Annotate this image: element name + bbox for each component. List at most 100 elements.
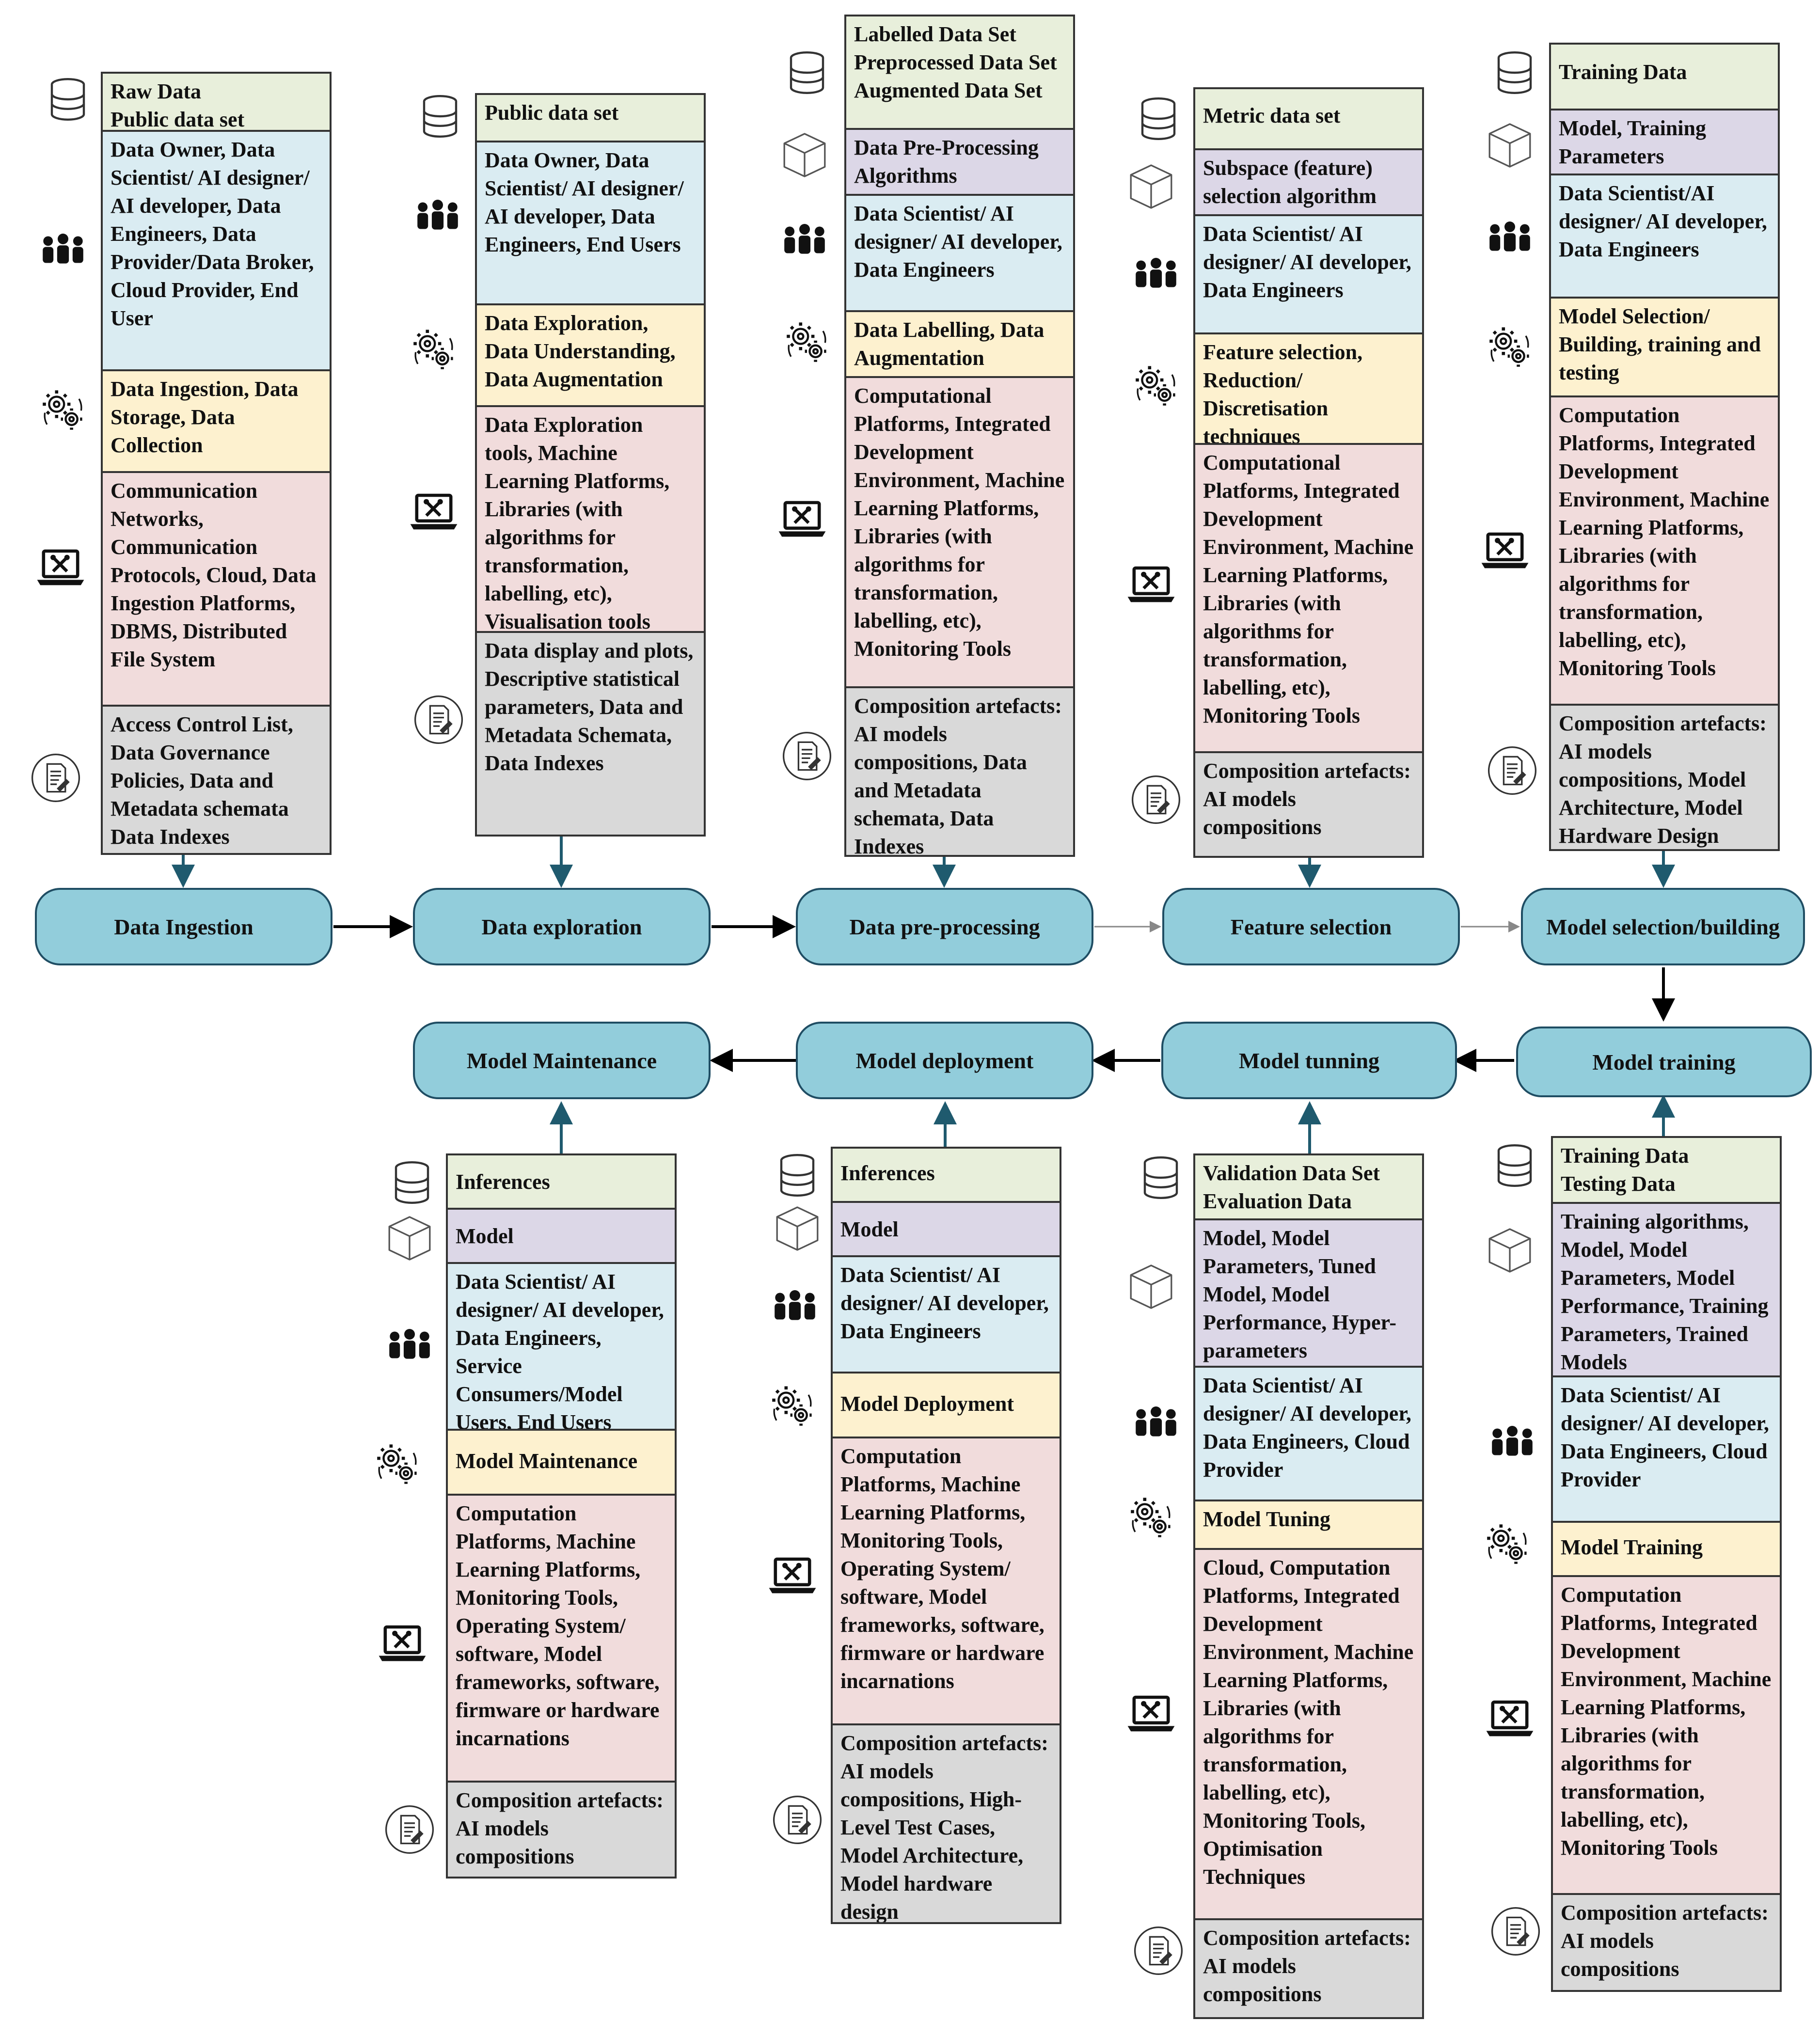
tasks-row: Model Training <box>1553 1523 1780 1577</box>
stage-model-selection[interactable]: Model selection/building <box>1521 888 1805 965</box>
data-row: Raw Data Public data set <box>103 74 330 132</box>
laptop-tools-icon <box>1124 557 1178 611</box>
stage-feature-selection[interactable]: Feature selection <box>1162 888 1460 965</box>
data-row: Training Data <box>1551 45 1778 111</box>
tools-row: Computation Platforms, Machine Learning … <box>833 1438 1060 1725</box>
actors-row: Data Scientist/ AI designer/ AI develope… <box>1195 1368 1422 1501</box>
cube-icon <box>778 128 831 182</box>
stage-model-tuning[interactable]: Model tunning <box>1161 1022 1457 1099</box>
data-row: Inferences <box>448 1155 675 1210</box>
database-icon <box>385 1156 439 1209</box>
gears-icon <box>1481 1517 1534 1570</box>
tools-row: Computational Platforms, Integrated Deve… <box>1195 445 1422 753</box>
tools-row: Computation Platforms, Integrated Develo… <box>1551 397 1778 706</box>
panel-data-exploration: Public data set Data Owner, Data Scienti… <box>475 93 706 837</box>
data-row: Validation Data Set Evaluation Data <box>1195 1155 1422 1220</box>
model-row: Subspace (feature) selection algorithm <box>1195 150 1422 216</box>
model-row: Model <box>833 1203 1060 1257</box>
data-row: Labelled Data Set Preprocessed Data Set … <box>846 16 1073 130</box>
laptop-tools-icon <box>775 492 829 545</box>
document-icon <box>1489 1905 1542 1958</box>
cube-icon <box>1483 119 1536 172</box>
people-icon <box>1483 211 1536 264</box>
document-icon <box>771 1793 824 1847</box>
gears-icon <box>407 322 460 376</box>
people-icon <box>1129 1396 1183 1449</box>
database-icon <box>780 46 834 99</box>
gears-icon <box>36 383 90 436</box>
tools-row: Computation Platforms, Machine Learning … <box>448 1496 675 1783</box>
artefacts-row: Composition artefacts: AI models composi… <box>846 688 1073 855</box>
panel-model-maintenance: Inferences Model Data Scientist/ AI desi… <box>446 1153 677 1879</box>
model-row: Model <box>448 1210 675 1264</box>
artefacts-row: Composition artefacts: AI models composi… <box>1195 753 1422 856</box>
database-icon <box>413 90 467 143</box>
people-icon <box>411 189 464 242</box>
stage-data-exploration[interactable]: Data exploration <box>413 888 711 965</box>
laptop-tools-icon <box>1478 523 1532 577</box>
actors-row: Data Scientist/ AI designer/ AI develope… <box>1195 216 1422 334</box>
database-icon <box>1488 1139 1541 1192</box>
gears-icon <box>766 1379 819 1432</box>
database-icon <box>1132 92 1185 145</box>
data-row: Training Data Testing Data <box>1553 1138 1780 1204</box>
tasks-row: Model Selection/ Building, training and … <box>1551 299 1778 397</box>
data-row: Public data set <box>477 95 704 142</box>
stage-model-maintenance[interactable]: Model Maintenance <box>413 1022 711 1099</box>
artefacts-row: Composition artefacts: AI models composi… <box>1553 1895 1780 1990</box>
laptop-tools-icon <box>1124 1687 1178 1740</box>
cube-icon <box>1124 1260 1178 1313</box>
tasks-row: Feature selection, Reduction/ Discretisa… <box>1195 334 1422 445</box>
data-row: Metric data set <box>1195 89 1422 150</box>
artefacts-row: Composition artefacts: AI models composi… <box>1195 1920 1422 2017</box>
laptop-tools-icon <box>34 540 87 594</box>
actors-row: Data Scientist/ AI designer/ AI develope… <box>448 1264 675 1431</box>
gears-icon <box>1124 1490 1178 1544</box>
database-icon <box>1488 46 1541 99</box>
data-row: Inferences <box>833 1149 1060 1203</box>
database-icon <box>1134 1151 1187 1204</box>
tools-row: Computational Platforms, Integrated Deve… <box>846 378 1073 688</box>
actors-row: Data Scientist/ AI designer/ AI develope… <box>833 1257 1060 1374</box>
cube-icon <box>1124 160 1178 213</box>
gears-icon <box>1483 320 1536 373</box>
cube-icon <box>771 1202 824 1255</box>
tasks-row: Data Exploration, Data Understanding, Da… <box>477 305 704 407</box>
tasks-row: Model Deployment <box>833 1374 1060 1438</box>
people-icon <box>36 223 90 276</box>
tasks-row: Model Tuning <box>1195 1501 1422 1550</box>
panel-data-preprocessing: Labelled Data Set Preprocessed Data Set … <box>844 15 1075 857</box>
stage-data-ingestion[interactable]: Data Ingestion <box>35 888 332 965</box>
laptop-tools-icon <box>766 1548 819 1602</box>
document-icon <box>1132 1924 1185 1977</box>
model-row: Training algorithms, Model, Model Parame… <box>1553 1204 1780 1377</box>
panel-model-deployment: Inferences Model Data Scientist/ AI desi… <box>831 1147 1061 1924</box>
panel-model-tuning: Validation Data Set Evaluation Data Mode… <box>1193 1153 1424 2019</box>
document-icon <box>412 693 465 746</box>
panel-model-selection: Training Data Model, Training Parameters… <box>1549 43 1780 851</box>
actors-row: Data Owner, Data Scientist/ AI designer/… <box>103 132 330 371</box>
tools-row: Communication Networks, Communication Pr… <box>103 473 330 707</box>
document-icon <box>1129 773 1183 826</box>
laptop-tools-icon <box>376 1616 429 1670</box>
model-row: Data Pre-Processing Algorithms <box>846 130 1073 196</box>
gears-icon <box>371 1437 424 1490</box>
database-icon <box>41 73 95 126</box>
tools-row: Data Exploration tools, Machine Learning… <box>477 407 704 633</box>
stage-model-deployment[interactable]: Model deployment <box>796 1022 1093 1099</box>
tasks-row: Data Labelling, Data Augmentation <box>846 312 1073 378</box>
actors-row: Data Scientist/ AI designer/ AI develope… <box>846 196 1073 312</box>
artefacts-row: Composition artefacts: AI models composi… <box>1551 706 1778 849</box>
stage-data-preprocessing[interactable]: Data pre-processing <box>796 888 1093 965</box>
stage-model-training[interactable]: Model training <box>1516 1026 1812 1097</box>
actors-row: Data Scientist/ AI designer/ AI develope… <box>1553 1377 1780 1523</box>
document-icon <box>29 751 82 805</box>
actors-row: Data Owner, Data Scientist/ AI designer/… <box>477 142 704 305</box>
database-icon <box>771 1149 824 1202</box>
tasks-row: Model Maintenance <box>448 1431 675 1496</box>
actors-row: Data Scientist/AI designer/ AI developer… <box>1551 175 1778 299</box>
panel-feature-selection: Metric data set Subspace (feature) selec… <box>1193 87 1424 858</box>
artefacts-row: Composition artefacts: AI models composi… <box>448 1783 675 1877</box>
model-row: Model, Training Parameters <box>1551 111 1778 175</box>
